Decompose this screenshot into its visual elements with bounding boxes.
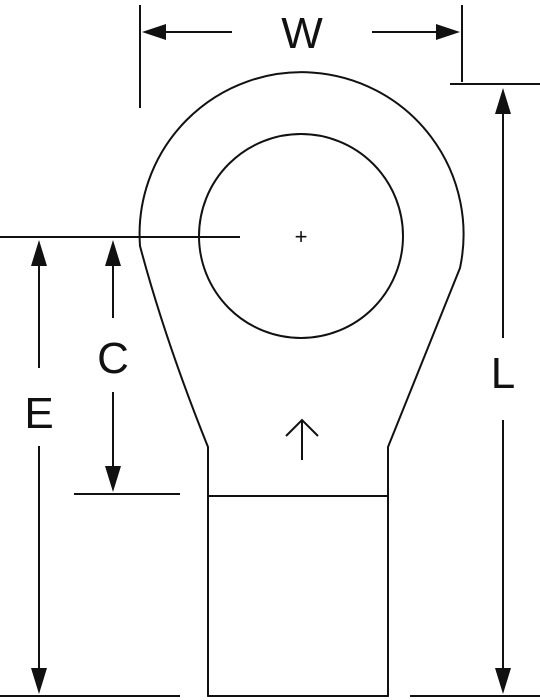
length-label: L	[491, 349, 515, 398]
center-mark: +	[295, 224, 308, 249]
edge-distance-label: E	[24, 389, 53, 438]
terminal-outline	[138, 71, 465, 697]
center-arrow-bottom	[105, 466, 121, 492]
center-distance-dimension: C	[74, 240, 180, 495]
width-label: W	[281, 9, 323, 58]
center-arrow-top	[105, 240, 121, 266]
edge-distance-dimension: E	[0, 240, 180, 697]
edge-arrow-top	[31, 240, 47, 266]
width-arrow-left	[142, 24, 166, 40]
length-arrow-bottom	[495, 668, 511, 694]
width-arrow-right	[436, 24, 460, 40]
edge-arrow-bottom	[31, 668, 47, 694]
direction-arrow-icon	[285, 418, 319, 460]
width-dimension: W	[139, 5, 463, 108]
length-dimension: L	[410, 83, 540, 697]
length-arrow-top	[495, 88, 511, 114]
center-distance-label: C	[97, 334, 129, 383]
